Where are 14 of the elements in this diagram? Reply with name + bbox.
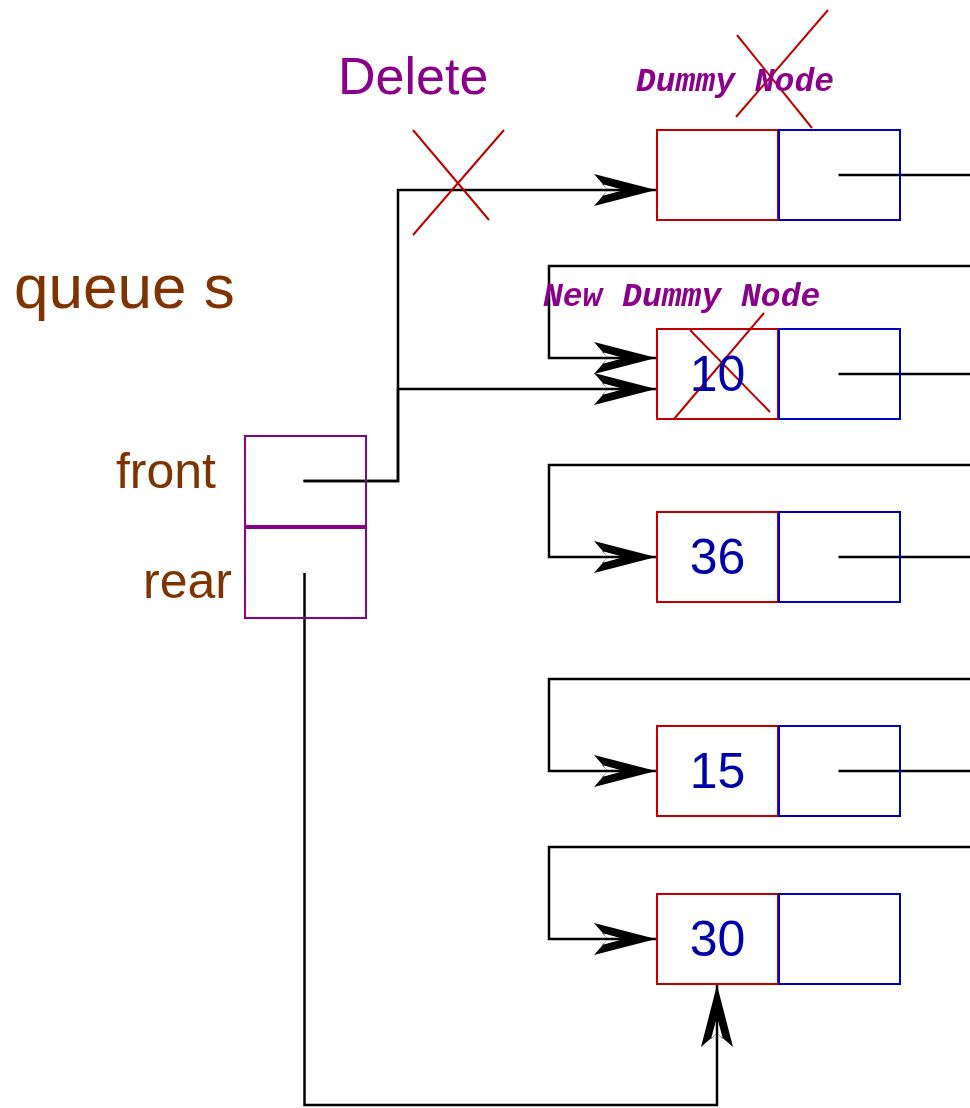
data-cell: 30 (656, 893, 779, 985)
node-caption: front (114, 446, 216, 496)
next-cell (778, 328, 901, 420)
data-cell: 15 (656, 725, 779, 817)
pointer-cell (244, 527, 367, 619)
data-cell: 36 (656, 511, 779, 603)
next-cell (778, 511, 901, 603)
node-caption: rear (142, 556, 232, 606)
deleted-label: Delete (338, 50, 489, 102)
data-cell (656, 129, 779, 221)
next-cell (778, 129, 901, 221)
next-cell (778, 893, 901, 985)
pointer-cell (244, 435, 367, 527)
next-cell (778, 725, 901, 817)
